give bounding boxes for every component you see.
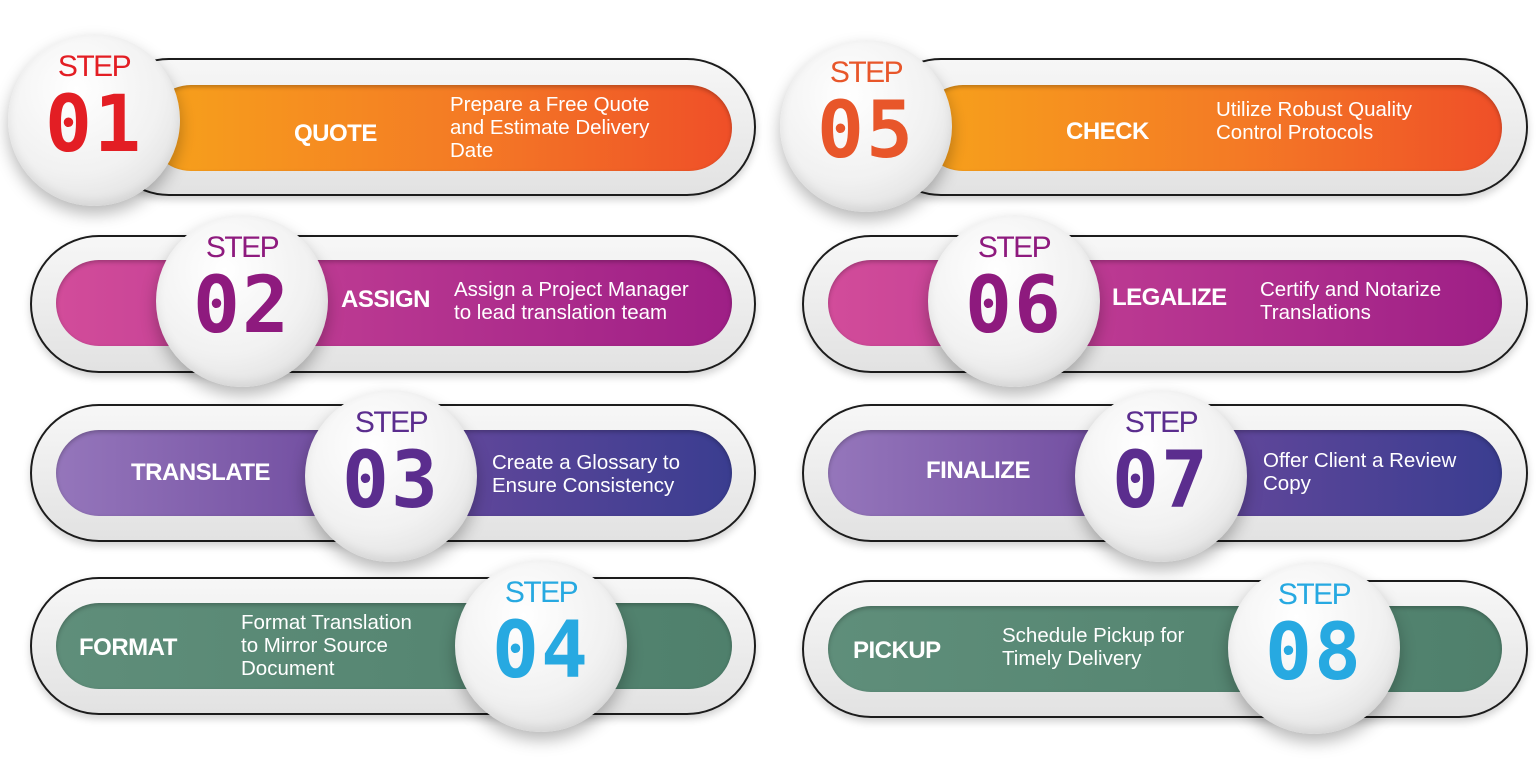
step-08: PICKUP Schedule Pickup for Timely Delive… xyxy=(770,560,1536,750)
step-08-step-word: STEP xyxy=(1277,578,1352,611)
step-08-label: PICKUP xyxy=(853,637,941,664)
step-02-badge: STEP 02 xyxy=(156,215,328,387)
step-06-number: 06 xyxy=(965,261,1063,351)
step-03-description: Create a Glossary to Ensure Consistency xyxy=(492,451,680,497)
step-07-label: FINALIZE xyxy=(926,457,1031,484)
step-05-description: Utilize Robust Quality Control Protocols xyxy=(1216,98,1412,144)
step-02-number: 02 xyxy=(193,261,291,351)
step-07-number: 07 xyxy=(1112,436,1210,526)
step-04-label: FORMAT xyxy=(79,634,177,661)
step-05-badge: STEP 05 xyxy=(780,40,952,212)
step-06-badge: STEP 06 xyxy=(928,215,1100,387)
step-01: QUOTE Prepare a Free Quote and Estimate … xyxy=(0,0,760,215)
step-01-step-word: STEP xyxy=(57,50,132,83)
step-04: FORMAT Format Translation to Mirror Sour… xyxy=(0,560,760,750)
step-05-number: 05 xyxy=(817,86,915,176)
step-01-number: 01 xyxy=(45,80,143,170)
step-02-description: Assign a Project Manager to lead transla… xyxy=(454,278,689,324)
step-05: CHECK Utilize Robust Quality Control Pro… xyxy=(770,0,1536,215)
step-05-bar xyxy=(920,85,1502,171)
step-03: TRANSLATE Create a Glossary to Ensure Co… xyxy=(0,390,760,562)
step-05-step-word: STEP xyxy=(829,56,904,89)
step-01-badge: STEP 01 xyxy=(8,34,180,206)
step-08-description: Schedule Pickup for Timely Delivery xyxy=(1002,624,1185,670)
step-03-label: TRANSLATE xyxy=(131,459,271,486)
step-03-badge: STEP 03 xyxy=(305,390,477,562)
step-01-label: QUOTE xyxy=(294,120,377,147)
step-03-step-word: STEP xyxy=(354,406,429,439)
step-07-step-word: STEP xyxy=(1124,406,1199,439)
step-07-description: Offer Client a Review Copy xyxy=(1263,449,1457,495)
step-06-step-word: STEP xyxy=(977,231,1052,264)
step-06: LEGALIZE Certify and Notarize Translatio… xyxy=(770,215,1536,390)
step-05-label: CHECK xyxy=(1066,118,1149,145)
step-08-badge: STEP 08 xyxy=(1228,562,1400,734)
step-08-number: 08 xyxy=(1265,608,1363,698)
step-07-badge: STEP 07 xyxy=(1075,390,1247,562)
step-01-description: Prepare a Free Quote and Estimate Delive… xyxy=(450,93,650,162)
step-01-bar xyxy=(148,85,732,171)
step-04-badge: STEP 04 xyxy=(455,560,627,732)
step-02: ASSIGN Assign a Project Manager to lead … xyxy=(0,215,760,390)
step-07: FINALIZE Offer Client a Review Copy STEP… xyxy=(770,390,1536,562)
step-06-label: LEGALIZE xyxy=(1112,284,1227,311)
step-04-step-word: STEP xyxy=(504,576,579,609)
step-04-number: 04 xyxy=(492,606,590,696)
step-06-description: Certify and Notarize Translations xyxy=(1260,278,1442,324)
step-03-number: 03 xyxy=(342,436,440,526)
step-04-description: Format Translation to Mirror Source Docu… xyxy=(241,611,412,680)
step-02-step-word: STEP xyxy=(205,231,280,264)
step-02-label: ASSIGN xyxy=(341,286,431,313)
